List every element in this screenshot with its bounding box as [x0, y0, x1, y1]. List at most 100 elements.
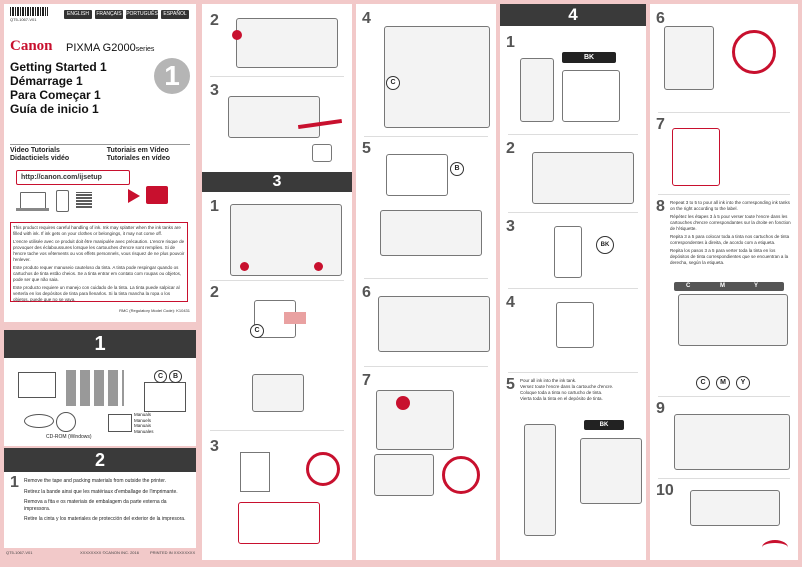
bottle-illustration	[554, 226, 582, 278]
ink-tank-illustration	[520, 58, 554, 122]
col2-step-2: 2	[210, 12, 219, 29]
url-box[interactable]: http://canon.com/ijsetup	[16, 170, 130, 185]
video-title-pt: Tutoriais em Vídeo	[106, 147, 169, 154]
warning-es: Este producto requiere un manejo con cui…	[13, 285, 180, 302]
sec2-line-pt: Remova a fita e os materiais de embalage…	[24, 499, 167, 512]
ink-c-circle: C	[696, 376, 710, 390]
manual-fr: Manuels	[134, 417, 152, 423]
column-3-panel: 4 C 5 B 6 7	[356, 4, 496, 560]
sep	[658, 194, 790, 195]
step5-fr: Versez toute l'encre dans la cartouche d…	[520, 384, 614, 389]
section-4-header: 4	[500, 4, 646, 26]
warning-fr: L'encre utilisée avec ce produit doit êt…	[13, 239, 185, 262]
sep	[658, 396, 790, 397]
printer-closed-illustration	[374, 454, 434, 496]
red-step-1-icon	[240, 262, 249, 271]
label-c-3: C	[390, 79, 396, 86]
product-suffix: series	[135, 46, 155, 53]
color-bar	[674, 282, 784, 291]
label-c-2: C	[254, 327, 260, 334]
laptop-base-icon	[16, 208, 49, 211]
warning-pt: Este produto requer manuseio cauteloso d…	[13, 265, 182, 282]
col3-step-5: 5	[362, 140, 371, 157]
cap-close-illustration	[664, 26, 714, 90]
col4-step-1: 1	[506, 34, 515, 51]
phone-icon	[56, 190, 69, 212]
sec2-instructions: Remove the tape and packing materials fr…	[24, 478, 192, 523]
no-tilt-icon	[732, 30, 776, 74]
footer-left: QT5-1067-V01	[6, 550, 33, 555]
label-c-circle-2: C	[250, 324, 264, 338]
product-model: PIXMA G2000	[66, 42, 136, 54]
manual-en: Manuals	[134, 412, 152, 417]
column-2-panel: 2 3 3 1 2 C 3	[202, 4, 352, 560]
video-title-fr: Didacticiels vidéo	[10, 155, 70, 162]
sep	[210, 280, 344, 281]
qr-code-icon	[76, 192, 92, 208]
no-open-icon	[442, 456, 480, 494]
sep	[364, 366, 488, 367]
warning-en: This product requires careful handling o…	[13, 225, 181, 236]
col3-step-4: 4	[362, 10, 371, 27]
power-cord-icon	[24, 414, 54, 428]
cdrom-label: CD-ROM (Windows)	[46, 434, 92, 440]
col5-step-6: 6	[656, 10, 665, 27]
sec3-step-1: 1	[210, 198, 219, 215]
section-2-header: 2	[4, 448, 196, 472]
divider	[10, 144, 190, 145]
sep	[364, 278, 488, 279]
sec3-step-3: 3	[210, 438, 219, 455]
printer-open-illustration	[236, 18, 338, 68]
sep	[658, 478, 790, 479]
cartridge-cb-illustration	[380, 210, 482, 256]
step5-instructions: Pour all ink into the ink tank. Versez t…	[520, 378, 642, 402]
bk-bottle-label: BK	[562, 52, 616, 63]
lang-portuguese[interactable]: PORTUGUÊS	[126, 10, 158, 19]
sep	[210, 430, 344, 431]
section-1-number: 1	[94, 333, 106, 355]
title-en: Getting Started 1	[10, 60, 107, 74]
lang-spanish[interactable]: ESPAÑOL	[161, 10, 189, 19]
col5-step-7: 7	[656, 116, 665, 133]
pour-ink-illustration	[524, 424, 556, 536]
col5-step-8: 8	[656, 198, 665, 215]
column-4-panel: 4 1 BK 2 3 BK 4 5 Pour all ink into the …	[500, 4, 646, 560]
video-title-es: Tutoriales en vídeo	[106, 155, 170, 162]
url-text[interactable]: http://canon.com/ijsetup	[21, 174, 102, 181]
lang-french[interactable]: FRANÇAIS	[95, 10, 123, 19]
color-bar-c: C	[686, 283, 691, 289]
bk-bottle-label-2: BK	[584, 420, 624, 430]
video-title-en: Video Tutorials	[10, 147, 60, 154]
cartridge-insert-illustration	[238, 502, 320, 544]
col3-step-7: 7	[362, 372, 371, 389]
step5-en: Pour all ink into the ink tank.	[520, 378, 577, 383]
section-4-number: 4	[568, 5, 578, 24]
col4-step-2: 2	[506, 140, 515, 157]
turn-page-icon[interactable]	[762, 540, 788, 555]
col4-step-3: 3	[506, 218, 515, 235]
label-c-circle: C	[154, 370, 167, 383]
big-number-badge: 1	[154, 58, 190, 94]
ink-m-circle: M	[716, 376, 730, 390]
manuals-icon	[108, 414, 132, 432]
red-push-icon	[396, 396, 410, 410]
cartridges-illustration	[144, 382, 186, 412]
box-illustration	[18, 372, 56, 398]
cartridge-hand-illustration	[240, 452, 270, 492]
sep	[508, 288, 638, 289]
bk-label-1: BK	[583, 54, 595, 61]
lang-english[interactable]: ENGLISH	[64, 10, 92, 19]
red-arrow-icon	[232, 30, 242, 40]
section-1-panel: 1 C B CD-ROM (Windows) Manuals Manuels M…	[4, 330, 196, 446]
color-bar-y: Y	[754, 283, 759, 289]
printer-red-icon	[146, 186, 168, 204]
red-step-2-icon	[314, 262, 323, 271]
manuals-labels: Manuals Manuels Manuais Manuales	[134, 412, 154, 434]
barcode-text: QT5-1067-V01	[10, 17, 37, 22]
bk-label-3: BK	[599, 422, 609, 428]
label-c: C	[157, 373, 164, 380]
title-es: Guía de inicio 1	[10, 102, 99, 116]
ink-c-label: C	[700, 379, 706, 386]
tape-pink-illustration	[284, 312, 306, 324]
ink-y-label: Y	[740, 379, 746, 386]
